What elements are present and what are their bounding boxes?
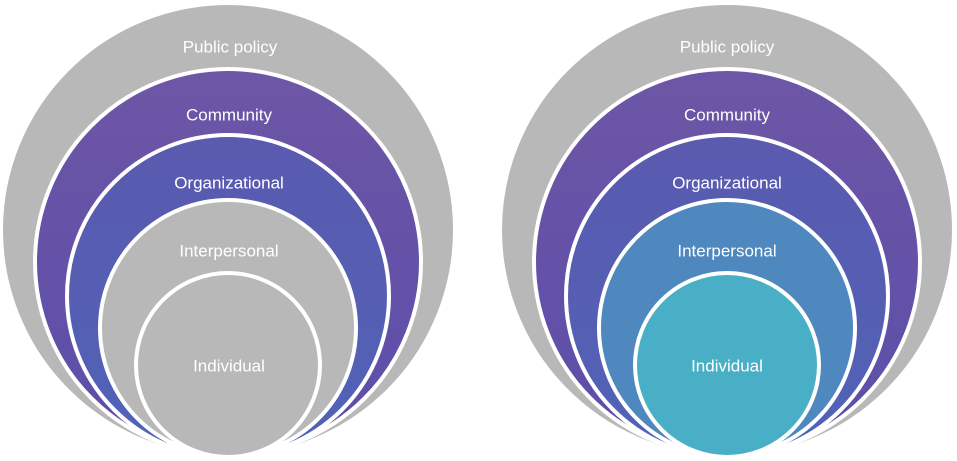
label-individual: Individual [691,356,763,375]
label-community: Community [684,105,770,124]
ring-individual [134,271,322,459]
ring-individual [633,271,821,459]
label-interpersonal: Interpersonal [179,241,278,260]
label-public-policy: Public policy [183,37,278,56]
label-public-policy: Public policy [680,37,775,56]
label-organizational: Organizational [672,173,782,192]
label-interpersonal: Interpersonal [677,241,776,260]
diagram-left: Public policy Community Organizational I… [0,1,457,459]
label-community: Community [186,105,272,124]
label-individual: Individual [193,356,265,375]
label-organizational: Organizational [174,173,284,192]
diagram-right: Public policy Community Organizational I… [498,1,956,459]
